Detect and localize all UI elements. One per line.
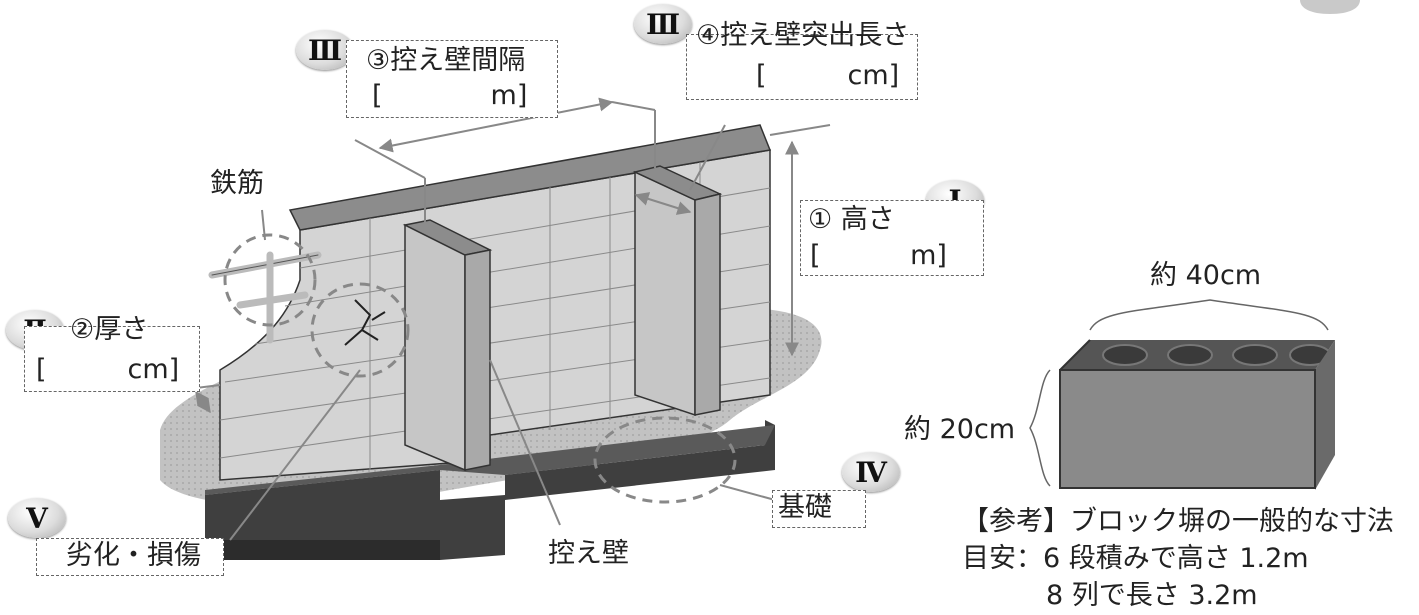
protrusion-unit: [ cm] [756,60,900,91]
foundation-label-box [772,490,866,528]
height-title: ① 高さ [808,204,895,235]
rebar-highlight-circle [223,233,317,327]
spacing-label-box [346,40,558,118]
buttress-1 [402,219,493,472]
spacing-title: ③控え壁間隔 [366,45,526,76]
corner-badge-fragment [1300,0,1360,14]
crack-highlight-circle [310,282,410,378]
height-label-box [800,200,984,276]
protrusion-label-box [686,34,918,100]
buttress-2 [632,165,723,417]
reference-line-2: 8 列で長さ 3.2m [1046,580,1258,611]
reference-line-1: 目安：6 段積みで高さ 1.2m [962,543,1309,574]
thickness-arrow [195,390,211,414]
spacing-unit: [ m] [372,80,528,111]
thickness-unit: [ cm] [36,354,180,385]
rebar-label: 鉄筋 [210,168,264,199]
deterioration-label: 劣化・損傷 [66,540,201,571]
spacing-arrow [378,97,614,153]
reference-title: 【参考】ブロック塀の一般的な寸法 [962,506,1394,537]
protrusion-title: ④控え壁突出長さ [696,20,910,51]
foundation-label: 基礎 [778,492,832,523]
crack [344,299,386,346]
reference-height-label: 約 20cm [904,414,1016,445]
badge-IV-foundation: Ⅳ [842,452,900,492]
wall-top-edge [288,124,772,231]
width-brace [1089,299,1329,331]
thickness-label-box [24,326,200,392]
height-brace [1029,369,1051,487]
reference-width-label: 約 40cm [1150,260,1262,291]
badge-V-deterioration: Ⅴ [8,498,66,538]
protrusion-arrow [634,192,692,215]
buttress-label: 控え壁 [548,538,629,569]
badge-III-spacing: Ⅲ [296,30,354,70]
reference-block-drawing [1029,299,1335,490]
badge-III-protrusion: Ⅲ [634,4,692,44]
foundation-highlight-circle [593,416,737,504]
height-unit: [ m] [810,240,947,271]
deterioration-label-box [36,538,224,576]
thickness-title: ②厚さ [70,314,149,345]
